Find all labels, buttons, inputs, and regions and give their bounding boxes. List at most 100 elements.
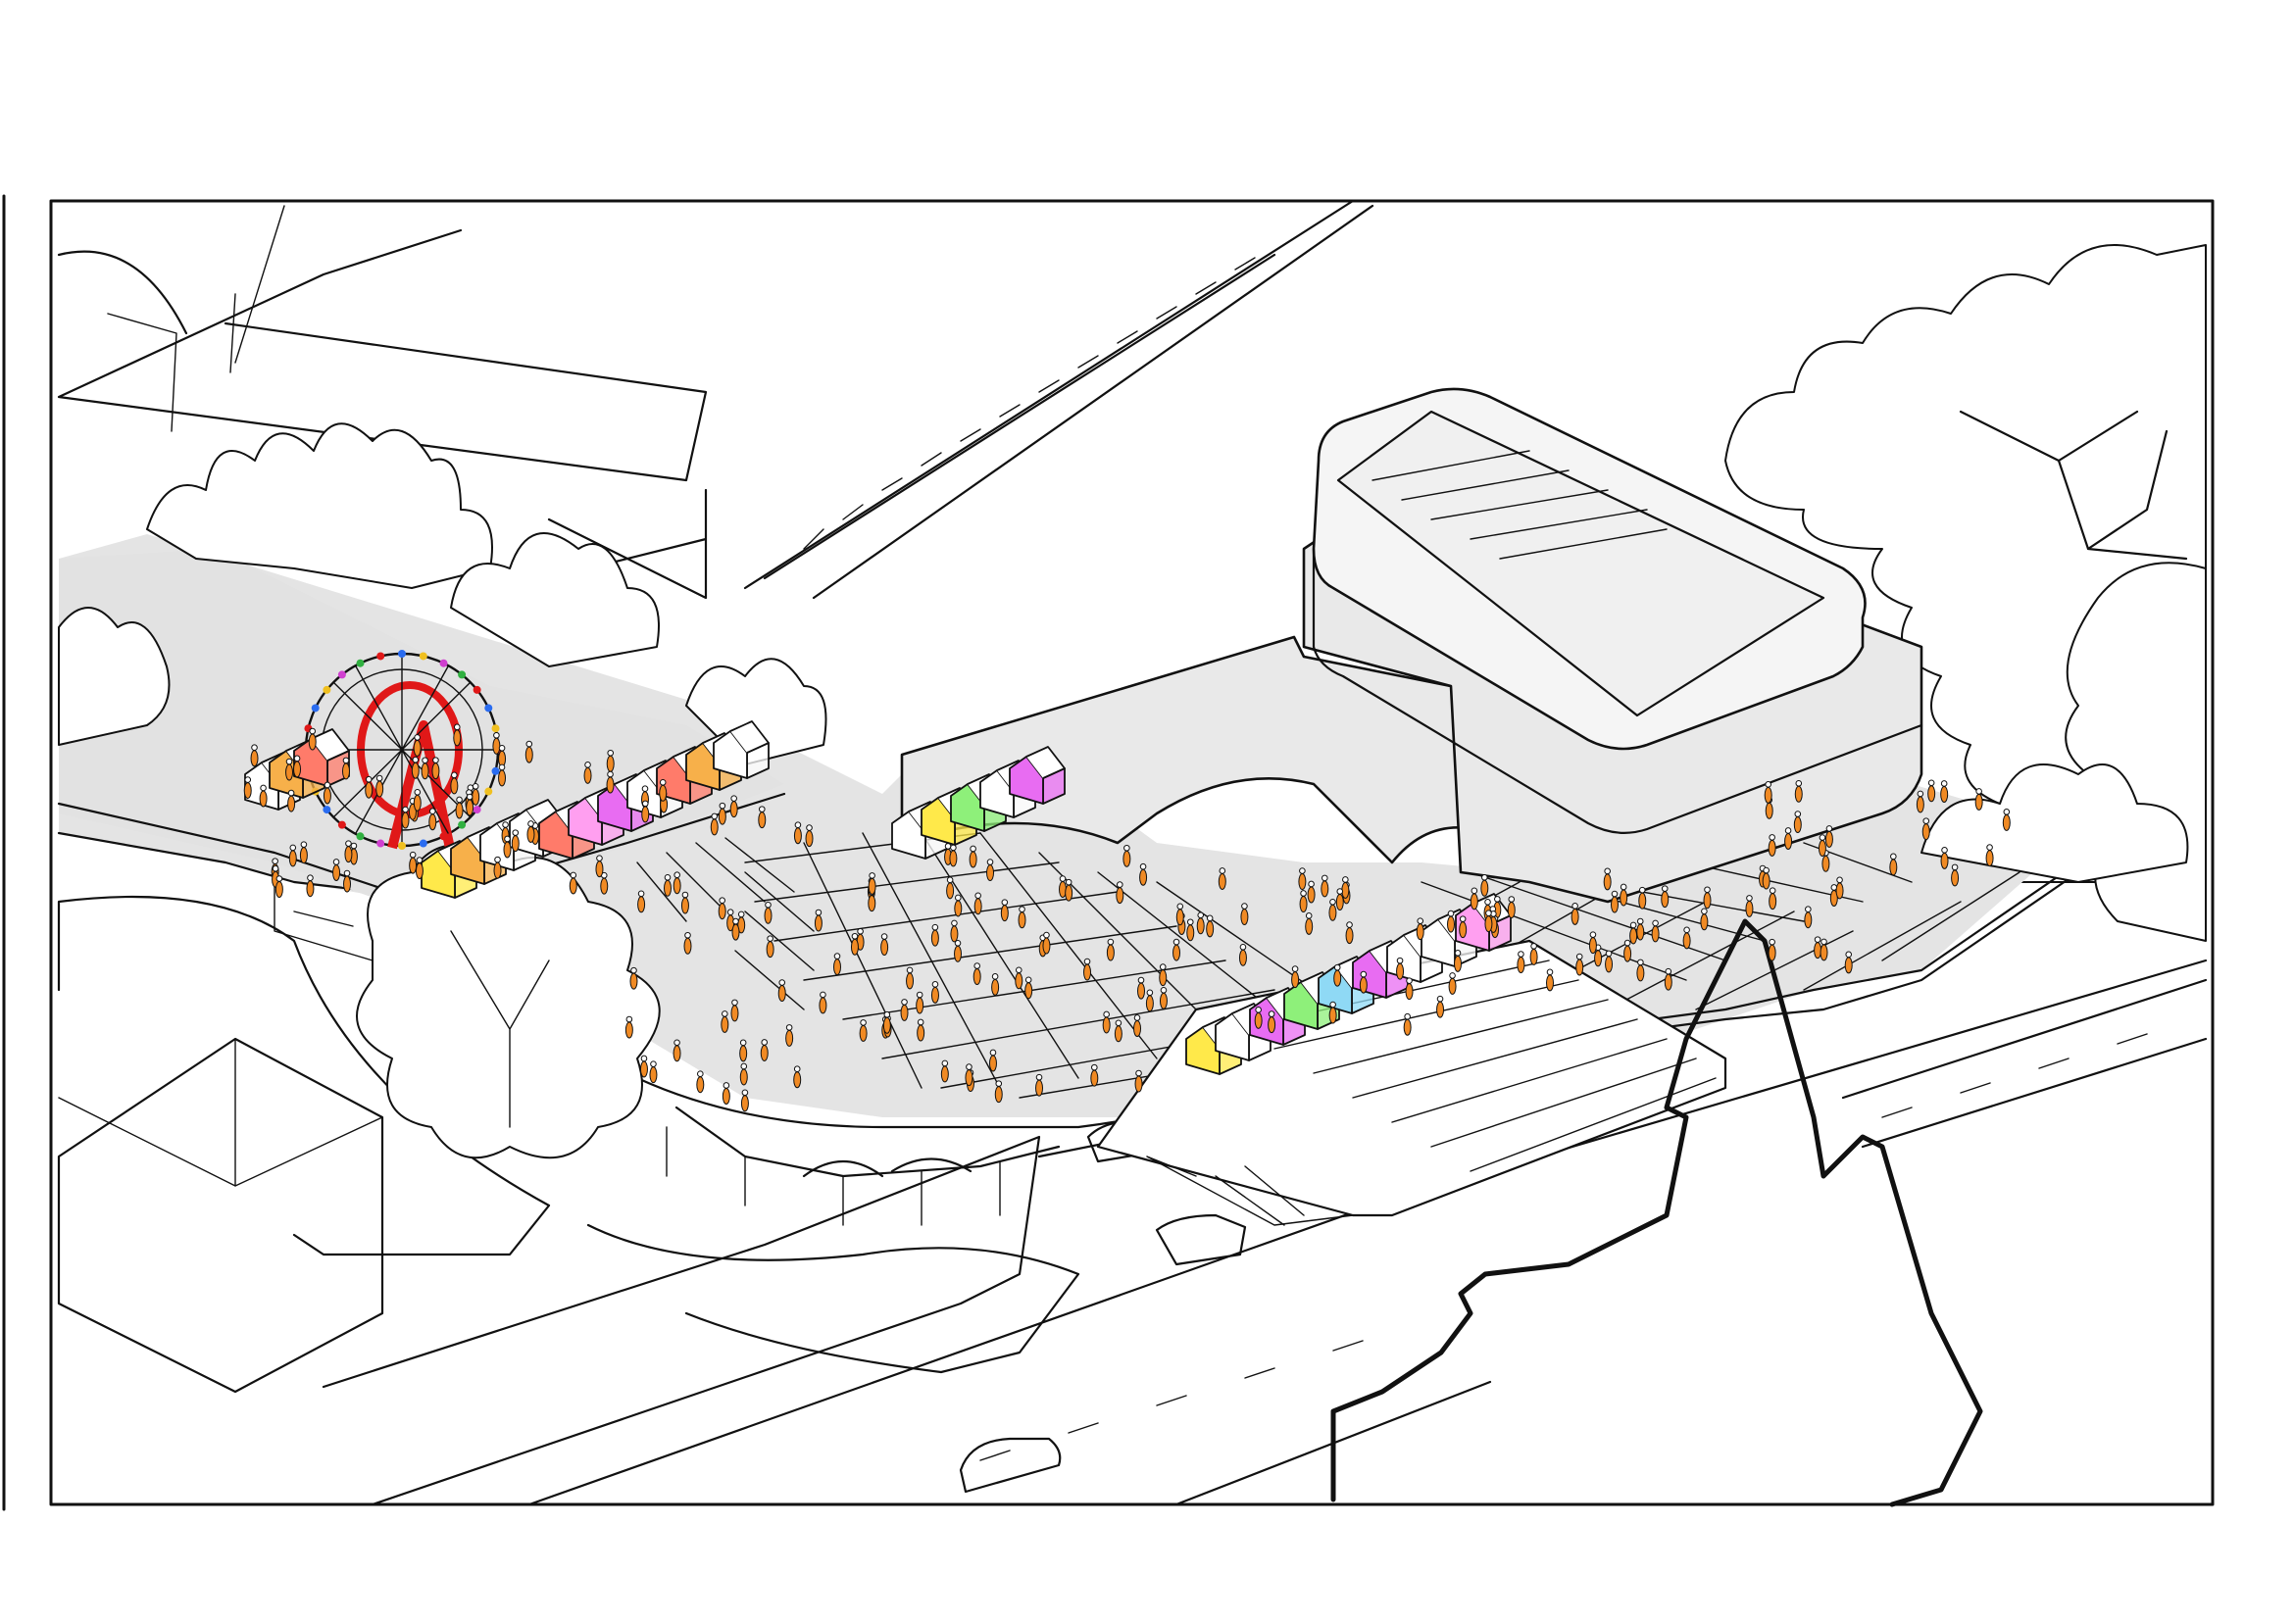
person-figure-icon [946, 876, 955, 900]
person-figure-icon [493, 856, 502, 879]
person-figure-icon [1484, 910, 1493, 933]
person-figure-icon [740, 1089, 749, 1112]
person-figure-icon [299, 841, 308, 864]
person-figure-icon [1818, 834, 1826, 858]
person-figure-icon [1083, 958, 1092, 981]
person-figure-icon [850, 932, 859, 956]
person-figure-icon [906, 966, 915, 990]
ferris-wheel-light [419, 652, 427, 661]
ferris-wheel-light [376, 652, 385, 661]
person-figure-icon [1307, 880, 1316, 904]
person-figure-icon [1638, 886, 1647, 910]
person-figure-icon [498, 763, 507, 787]
person-figure-icon [1035, 1073, 1044, 1097]
person-figure-icon [1804, 906, 1813, 929]
background-context [57, 199, 1502, 600]
ferris-wheel-light [484, 704, 493, 713]
person-figure-icon [472, 782, 480, 806]
ferris-wheel-light [458, 670, 467, 679]
ferris-wheel-light [484, 787, 493, 796]
person-figure-icon [949, 844, 958, 867]
person-figure-icon [365, 775, 374, 799]
person-figure-icon [1305, 912, 1314, 935]
person-figure-icon [306, 874, 315, 898]
person-figure-icon [600, 871, 609, 895]
person-figure-icon [1139, 862, 1148, 886]
person-figure-icon [492, 731, 501, 755]
person-figure-icon [274, 875, 283, 898]
person-figure-icon [1794, 779, 1803, 803]
person-figure-icon [1682, 926, 1691, 950]
person-figure-icon [1814, 936, 1822, 960]
person-figure-icon [718, 802, 726, 825]
person-figure-icon [1594, 944, 1603, 967]
person-figure-icon [1333, 963, 1342, 987]
person-figure-icon [722, 1082, 730, 1105]
person-figure-icon [421, 757, 429, 780]
market-stall-icon [713, 720, 770, 779]
person-figure-icon [639, 1055, 648, 1078]
person-figure-icon [1345, 921, 1354, 945]
person-figure-icon [1341, 876, 1350, 899]
person-figure-icon [793, 1065, 802, 1089]
person-figure-icon [1764, 781, 1772, 804]
person-figure-icon [1405, 977, 1414, 1001]
person-figure-icon [930, 923, 939, 947]
person-figure-icon [814, 909, 823, 932]
car-icon [959, 1437, 1062, 1494]
person-figure-icon [1122, 844, 1131, 867]
person-figure-icon [730, 999, 739, 1022]
person-figure-icon [1575, 953, 1584, 976]
person-figure-icon [1436, 995, 1445, 1018]
person-figure-icon [1145, 989, 1154, 1012]
person-figure-icon [1206, 914, 1215, 938]
person-figure-icon [332, 859, 341, 881]
person-figure-icon [766, 935, 774, 959]
person-figure-icon [683, 931, 692, 955]
person-figure-icon [882, 1010, 891, 1034]
market-stall-icon [1009, 746, 1066, 805]
person-figure-icon [1835, 876, 1844, 900]
person-figure-icon [511, 829, 520, 853]
person-figure-icon [1196, 911, 1205, 935]
person-figure-icon [737, 910, 746, 934]
person-figure-icon [1024, 976, 1033, 1000]
person-figure-icon [1974, 788, 1983, 811]
person-figure-icon [1603, 867, 1612, 891]
person-figure-icon [917, 1018, 925, 1042]
crowd [243, 723, 2011, 1112]
person-figure-icon [1335, 888, 1344, 911]
person-figure-icon [1172, 938, 1181, 961]
person-figure-icon [916, 991, 924, 1014]
person-figure-icon [988, 1049, 997, 1072]
person-figure-icon [1000, 899, 1009, 922]
person-figure-icon [2002, 809, 2011, 831]
person-figure-icon [1951, 863, 1960, 887]
person-figure-icon [641, 800, 650, 823]
person-figure-icon [673, 871, 681, 895]
person-figure-icon [1015, 966, 1023, 990]
person-figure-icon [673, 1039, 681, 1062]
person-figure-icon [1090, 1063, 1099, 1087]
person-figure-icon [680, 891, 689, 914]
person-figure-icon [833, 953, 842, 976]
person-figure-icon [1459, 915, 1468, 939]
ferris-wheel-light [337, 820, 346, 829]
person-figure-icon [739, 1039, 748, 1062]
person-figure-icon [950, 919, 959, 943]
person-figure-icon [1820, 938, 1828, 961]
person-figure-icon [965, 1063, 973, 1087]
person-figure-icon [1620, 883, 1628, 907]
person-figure-icon [526, 820, 535, 843]
person-figure-icon [1240, 903, 1249, 926]
person-figure-icon [1623, 939, 1632, 962]
person-figure-icon [1661, 885, 1670, 909]
person-figure-icon [606, 770, 615, 794]
person-figure-icon [1921, 817, 1930, 841]
person-figure-icon [1768, 834, 1776, 857]
person-figure-icon [1159, 963, 1168, 987]
drawing-frame [49, 199, 2215, 1506]
person-figure-icon [413, 734, 422, 757]
person-figure-icon [1137, 976, 1146, 1000]
